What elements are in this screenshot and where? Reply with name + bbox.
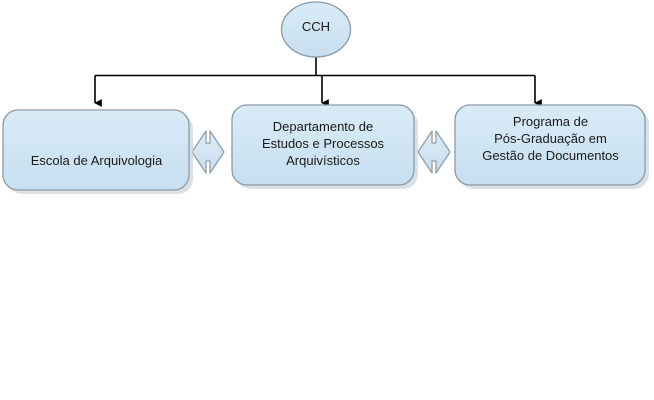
connector-departamento-programa[interactable] — [417, 130, 451, 174]
hierarchy-connectors — [94, 57, 542, 107]
node-escola-de-arquivologia[interactable] — [2, 109, 190, 191]
node-text-clip-programa: Programa de Pós-Graduação em Gestão de D… — [455, 105, 645, 190]
node-cch[interactable] — [280, 1, 352, 58]
node-programa-de-pos-graduacao-em-gestao-de-documentos[interactable] — [454, 104, 646, 186]
connector-escola-departamento[interactable] — [191, 130, 225, 174]
process-boxes — [2, 104, 646, 191]
node-label-programa-de-pos-graduacao-em-gestao-de-documentos: Programa de Pós-Graduação em Gestão de D… — [482, 114, 619, 163]
peer-connectors — [191, 130, 451, 174]
node-departamento-de-estudos-e-processos-arquivisticos[interactable] — [231, 104, 415, 186]
